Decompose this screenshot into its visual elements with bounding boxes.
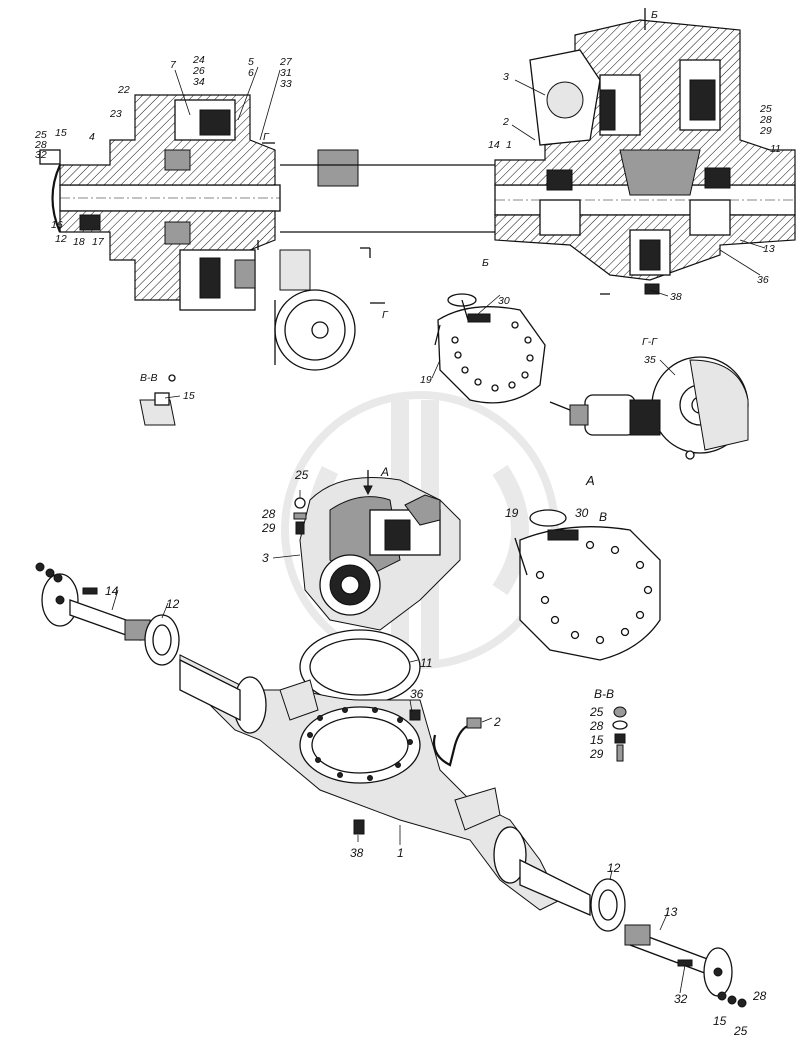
gasket-ring [299, 629, 421, 705]
callout-25: 25 [759, 103, 772, 115]
view-arrow-label-a: А [380, 465, 389, 479]
view-b-flange [434, 293, 546, 404]
callout-17: 17 [92, 236, 105, 248]
view-label-a: А [585, 473, 595, 488]
leader-lines [111, 66, 766, 994]
callout-12: 12 [55, 233, 67, 245]
callout-28: 28 [589, 719, 604, 733]
callout-18: 18 [73, 236, 85, 248]
differential-assembly [293, 470, 461, 631]
left-gasket [144, 614, 180, 666]
callout-25: 25 [34, 129, 47, 141]
callout-15: 15 [713, 1014, 727, 1028]
callout-33: 33 [280, 78, 292, 90]
carrier-bolt-holes [535, 540, 653, 645]
center-housing-block [317, 149, 359, 187]
callout-5: 5 [248, 56, 254, 68]
view-a-carrier-flange [514, 509, 661, 661]
callout-11: 11 [420, 656, 432, 670]
callout-29: 29 [261, 521, 276, 535]
callout-28: 28 [752, 989, 767, 1003]
right-half-shaft [624, 924, 747, 1008]
callout-7: 7 [170, 59, 177, 71]
callout-12: 12 [166, 597, 180, 611]
callout-26: 26 [192, 65, 205, 77]
callout-1: 1 [397, 846, 404, 860]
callout-15: 15 [55, 127, 67, 139]
view-labels: Б Г Г Б Г-Г В-В А А В-В В [140, 9, 658, 701]
axle-housing [179, 654, 591, 916]
callout-12: 12 [607, 861, 621, 875]
view-label-b: Б [482, 257, 489, 269]
callout-3: 3 [262, 551, 269, 565]
callout-23: 23 [109, 108, 122, 120]
callout-38: 38 [670, 291, 682, 303]
callout-29: 29 [759, 125, 772, 137]
callout-1: 1 [506, 139, 512, 151]
view-label-vv: В-В [594, 687, 614, 701]
callout-24: 24 [192, 54, 205, 66]
callout-35: 35 [644, 354, 656, 366]
callout-2: 2 [493, 715, 501, 729]
callout-14: 14 [105, 584, 119, 598]
flange-bolt-holes [451, 321, 534, 392]
callout-14: 14 [488, 139, 500, 151]
callout-32: 32 [674, 992, 688, 1006]
callout-32: 32 [35, 149, 47, 161]
callout-25: 25 [294, 468, 309, 482]
callout-15: 15 [183, 390, 195, 402]
section-markers [257, 142, 610, 304]
callout-31: 31 [280, 67, 292, 79]
callout-25: 25 [733, 1024, 748, 1038]
callout-28: 28 [759, 114, 772, 126]
main-gear-cross-section [494, 8, 796, 295]
callout-36: 36 [757, 274, 769, 286]
callout-13: 13 [664, 905, 678, 919]
callout-19: 19 [505, 506, 519, 520]
callout-22: 22 [117, 84, 130, 96]
view-label-vv: В-В [140, 372, 158, 384]
section-mark-v: В [599, 510, 607, 524]
callout-16: 16 [51, 219, 63, 231]
callout-30: 30 [498, 295, 510, 307]
callout-34: 34 [193, 76, 205, 88]
view-label-gg: Г-Г [642, 336, 658, 348]
callout-3: 3 [503, 71, 509, 83]
callout-numbers: 25 28 32 15 4 22 23 7 24 26 34 5 6 27 31… [34, 54, 781, 1038]
bolt-set-vv [612, 706, 628, 762]
callout-6: 6 [248, 67, 254, 79]
callout-27: 27 [279, 56, 293, 68]
callout-38: 38 [350, 846, 364, 860]
callout-30: 30 [575, 506, 589, 520]
section-label-b: Б [651, 9, 658, 21]
callout-4: 4 [89, 131, 95, 143]
callout-29: 29 [589, 747, 604, 761]
view-vv-small-fitting [139, 374, 176, 426]
callout-15: 15 [590, 733, 604, 747]
callout-25: 25 [589, 705, 604, 719]
callout-36: 36 [410, 687, 424, 701]
callout-13: 13 [763, 243, 775, 255]
hub-cross-section [39, 94, 356, 371]
callout-11: 11 [770, 143, 781, 155]
callout-28: 28 [261, 507, 276, 521]
left-half-shaft [35, 562, 151, 641]
section-label-g: Г [263, 131, 270, 143]
callout-19: 19 [420, 374, 432, 386]
section-label-g: Г [382, 309, 389, 321]
housing-bolt-ring [307, 707, 413, 781]
right-gasket [590, 878, 626, 932]
view-gg-brake-chamber [549, 356, 749, 460]
callout-2: 2 [502, 116, 509, 128]
callout-28: 28 [34, 139, 47, 151]
